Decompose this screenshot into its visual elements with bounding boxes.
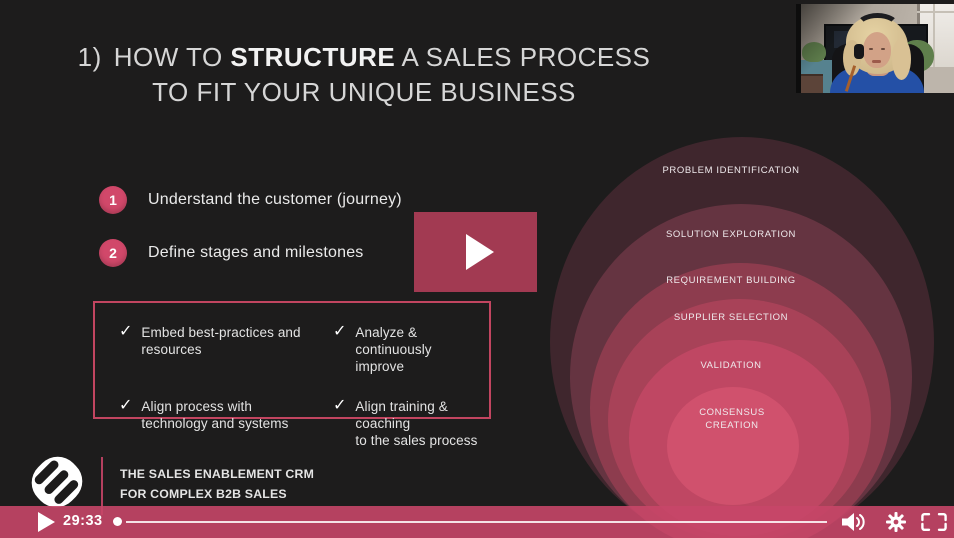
progress-track[interactable]	[126, 520, 827, 523]
playhead-handle[interactable]	[113, 517, 122, 526]
check-icon: ✓	[333, 395, 347, 414]
step-item-2: 2 Define stages and milestones	[99, 239, 364, 267]
footer-divider	[101, 457, 103, 515]
play-icon	[465, 234, 494, 270]
brand-tagline-line1: THE SALES ENABLEMENT CRM	[120, 467, 315, 481]
volume-icon[interactable]	[842, 512, 866, 532]
funnel-label: REQUIREMENT BUILDING	[666, 275, 796, 286]
funnel-ring-consensus-creation	[667, 387, 799, 505]
step-number-badge: 2	[99, 239, 127, 267]
funnel-label: PROBLEM IDENTIFICATION	[662, 165, 800, 176]
gear-icon[interactable]	[886, 512, 906, 532]
slide-title: 1)HOW TO STRUCTURE A SALES PROCESS TO FI…	[58, 40, 670, 110]
title-emphasis: STRUCTURE	[230, 42, 396, 72]
funnel-label: CONSENSUS CREATION	[699, 407, 765, 431]
time-display: 29:33	[63, 513, 103, 529]
slide-title-line1: 1)HOW TO STRUCTURE A SALES PROCESS	[77, 42, 651, 72]
presenter-webcam	[796, 4, 954, 93]
big-play-button[interactable]	[414, 212, 537, 292]
check-icon: ✓	[119, 321, 133, 340]
funnel-label: SOLUTION EXPLORATION	[665, 229, 797, 240]
brand-tagline-line2: FOR COMPLEX B2B SALES	[120, 487, 287, 501]
step-label: Understand the customer (journey)	[148, 191, 402, 208]
step-label: Define stages and milestones	[148, 244, 364, 261]
step-item-1: 1 Understand the customer (journey)	[99, 186, 402, 214]
player-control-bar: 29:33	[0, 506, 954, 538]
fullscreen-icon[interactable]	[921, 513, 947, 531]
step-number-badge: 1	[99, 186, 127, 214]
brand-tagline: THE SALES ENABLEMENT CRM FOR COMPLEX B2B…	[120, 464, 314, 504]
funnel-label: VALIDATION	[700, 360, 762, 371]
check-icon: ✓	[333, 321, 347, 340]
play-button[interactable]	[38, 512, 55, 532]
membrain-loops-logo	[31, 456, 83, 508]
slide-title-line2: TO FIT YOUR UNIQUE BUSINESS	[152, 77, 576, 107]
title-number: 1)	[77, 42, 102, 72]
funnel-label: SUPPLIER SELECTION	[673, 312, 789, 323]
check-icon: ✓	[119, 395, 133, 414]
